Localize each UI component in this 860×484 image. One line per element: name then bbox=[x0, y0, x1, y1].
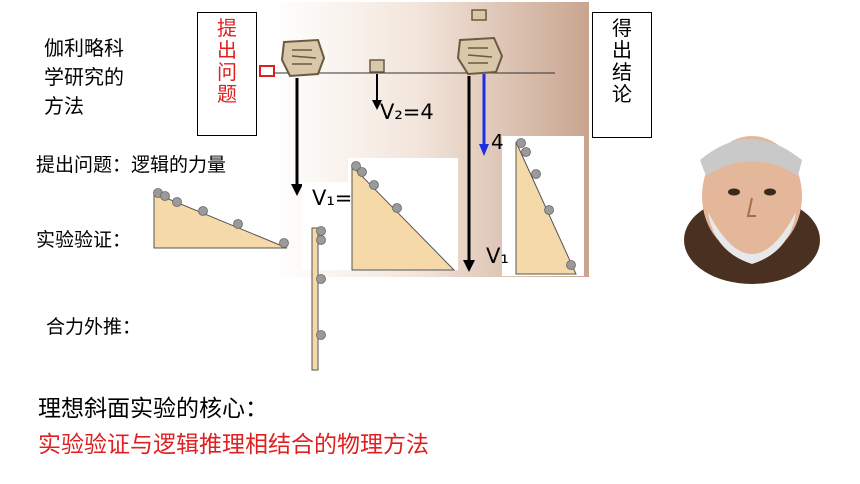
balls bbox=[516, 138, 576, 270]
step-ask: 提出问题：逻辑的力量 bbox=[36, 154, 227, 176]
method-title-line: 方法 bbox=[44, 94, 84, 118]
v1-label-2: V₁ bbox=[486, 244, 509, 268]
core-statement: 实验验证与逻辑推理相结合的物理方法 bbox=[38, 432, 429, 458]
balls bbox=[351, 161, 402, 213]
v1-label: V₁= bbox=[312, 186, 353, 210]
arrow-head bbox=[463, 260, 475, 272]
connector-mark bbox=[259, 65, 275, 77]
method-title-line: 伽利略科 bbox=[44, 36, 124, 60]
arrow-head bbox=[372, 100, 382, 110]
box-char: 出 bbox=[612, 38, 632, 62]
small-stone-icon bbox=[369, 59, 385, 73]
galileo-portrait bbox=[684, 136, 820, 284]
box-char: 出 bbox=[217, 38, 237, 62]
box-char: 问 bbox=[217, 60, 237, 84]
box-char: 得 bbox=[612, 16, 632, 40]
vertical-plank bbox=[311, 227, 319, 371]
box-char: 提 bbox=[217, 16, 237, 40]
medium-incline bbox=[351, 164, 456, 271]
stone-tablet-icon bbox=[280, 38, 326, 78]
arrow-head bbox=[479, 144, 489, 156]
arrow-head bbox=[291, 184, 303, 196]
ask-question-box: 提 出 问 题 bbox=[197, 12, 257, 136]
balls bbox=[316, 226, 326, 340]
method-title-line: 学研究的 bbox=[44, 65, 124, 89]
four-label: 4 bbox=[491, 130, 504, 154]
method-title: 伽利略科 学研究的 方法 bbox=[44, 34, 154, 121]
shallow-incline bbox=[153, 192, 288, 249]
stone-tablet-icon bbox=[456, 36, 504, 76]
small-stone-icon bbox=[471, 9, 487, 21]
label-cutout bbox=[302, 182, 350, 270]
v2-label: V₂=4 bbox=[380, 100, 434, 124]
balls bbox=[153, 188, 289, 248]
step-extrapolate: 合力外推： bbox=[46, 316, 142, 338]
box-char: 论 bbox=[612, 82, 632, 106]
box-char: 结 bbox=[612, 60, 632, 84]
box-char: 题 bbox=[217, 82, 237, 106]
conclusion-box: 得 出 结 论 bbox=[592, 12, 652, 138]
core-heading: 理想斜面实验的核心： bbox=[38, 396, 268, 422]
step-experiment: 实验验证： bbox=[36, 229, 132, 251]
